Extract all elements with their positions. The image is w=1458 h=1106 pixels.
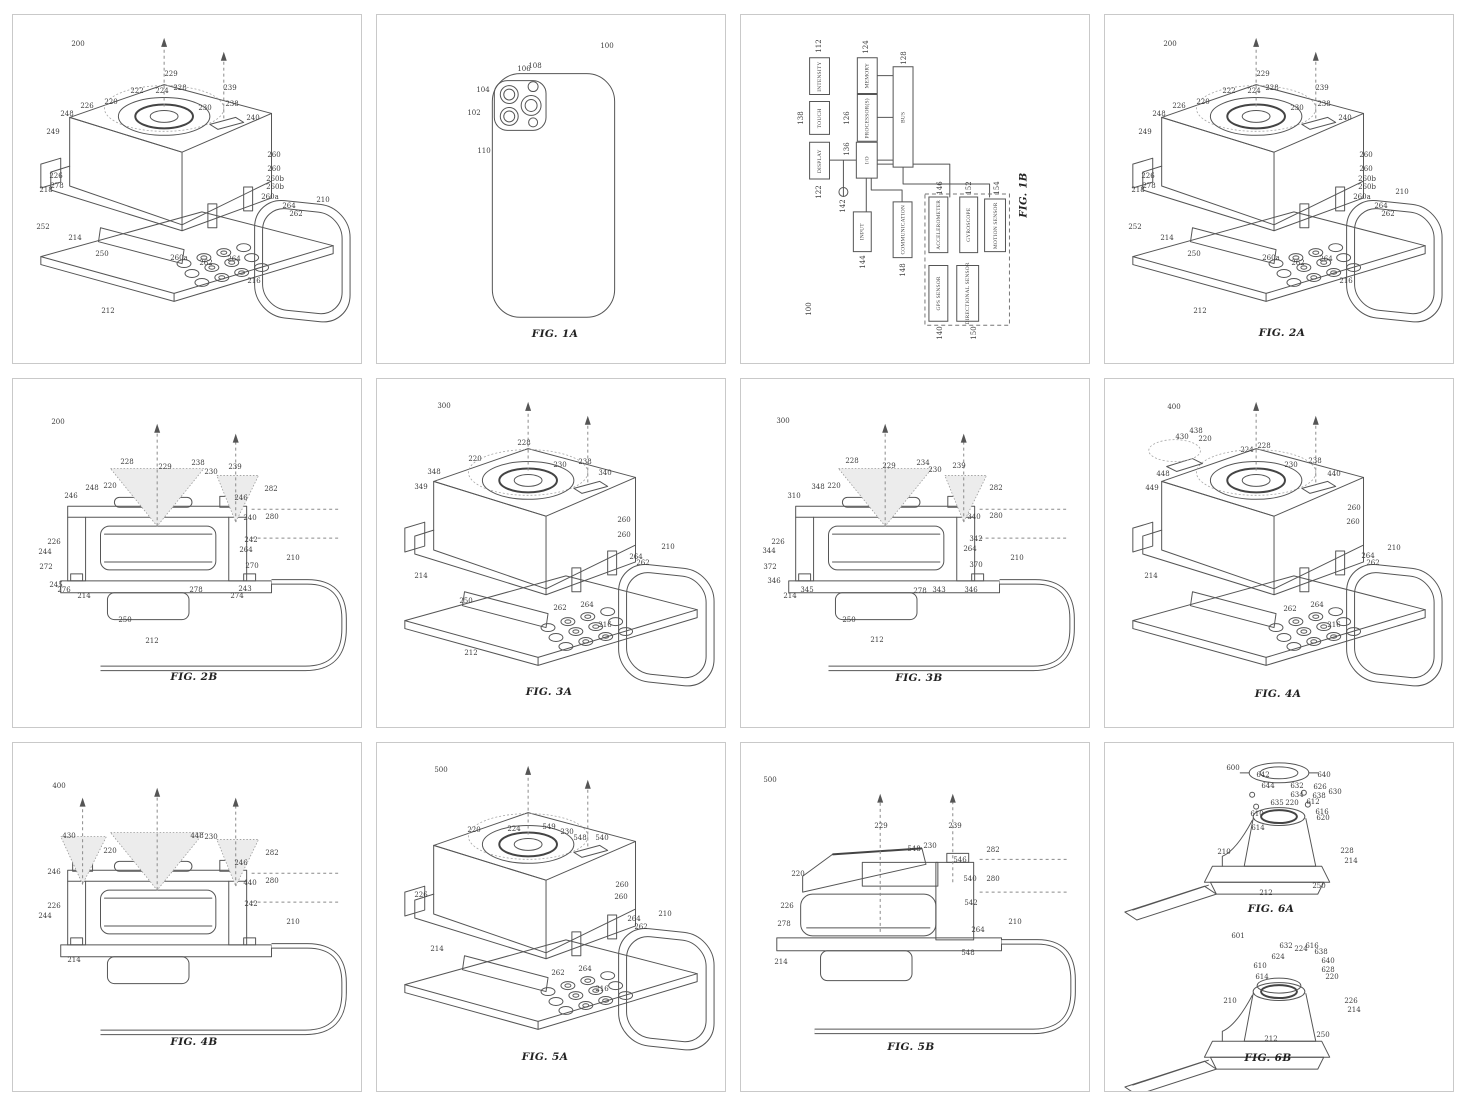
fig-4a-drawing [1131, 400, 1444, 690]
fig-6a-6b-drawing [1123, 743, 1331, 1091]
fig-3b-drawing [741, 379, 1089, 727]
fig-2a-drawing [1131, 36, 1444, 326]
fig-4b-drawing [13, 743, 361, 1091]
fig-1a-drawing [377, 15, 725, 363]
svg-text:BUS: BUS [900, 112, 906, 123]
svg-text:PROCESSOR(S): PROCESSOR(S) [864, 98, 871, 138]
svg-text:GPS SENSOR: GPS SENSOR [936, 276, 942, 310]
fig-1b-drawing: INTENSITY TOUCH DISPLAY MEMORY PROCESSOR… [741, 15, 1089, 363]
fig-3a-drawing [403, 400, 716, 690]
fig-2b-drawing [13, 379, 361, 727]
svg-text:COMMUNICATION: COMMUNICATION [900, 205, 906, 255]
svg-text:MOTION SENSOR: MOTION SENSOR [993, 202, 999, 249]
svg-text:DIRECTIONAL SENSOR: DIRECTIONAL SENSOR [965, 262, 971, 324]
fig-5b-drawing [741, 793, 1089, 1091]
svg-text:INPUT: INPUT [860, 223, 866, 241]
svg-text:ACCELEROMETER: ACCELEROMETER [936, 200, 942, 250]
svg-text:MEMORY: MEMORY [865, 63, 871, 88]
svg-text:DISPLAY: DISPLAY [817, 149, 823, 173]
cover-drawing [39, 36, 352, 326]
svg-text:GYROSCOPE: GYROSCOPE [966, 207, 972, 242]
fig-5a-drawing [403, 764, 716, 1054]
svg-text:INTENSITY: INTENSITY [817, 62, 823, 92]
svg-text:TOUCH: TOUCH [817, 109, 823, 129]
figure-panel-1b[interactable]: INTENSITY TOUCH DISPLAY MEMORY PROCESSOR… [740, 14, 1090, 364]
svg-text:I/O: I/O [865, 156, 871, 164]
